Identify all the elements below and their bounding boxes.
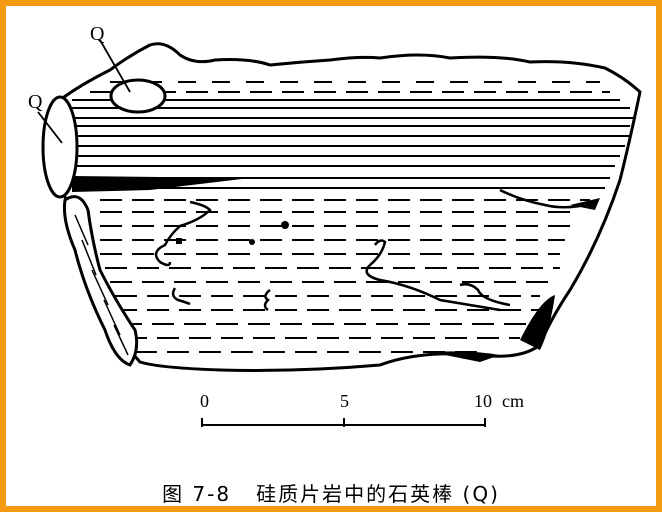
scale-bar bbox=[201, 418, 486, 427]
quartz-lens-top bbox=[109, 78, 167, 114]
quartz-lens-left bbox=[41, 95, 79, 199]
rock-specimen-drawing bbox=[41, 42, 642, 427]
quartz-label-top: Q bbox=[90, 23, 105, 45]
caption-text: 硅质片岩中的石英棒 (Q) bbox=[256, 482, 500, 506]
caption-number: 图 7-8 bbox=[162, 482, 232, 506]
quartz-rod-left bbox=[63, 195, 139, 367]
scale-unit: cm bbox=[502, 391, 524, 411]
quartz-label-left: Q bbox=[28, 91, 43, 113]
scale-tick-0: 0 bbox=[200, 391, 209, 411]
scale-tick-10: 10 bbox=[474, 391, 492, 411]
figure-caption: 图 7-8 硅质片岩中的石英棒 (Q) bbox=[6, 478, 656, 507]
scale-tick-5: 5 bbox=[340, 391, 349, 411]
